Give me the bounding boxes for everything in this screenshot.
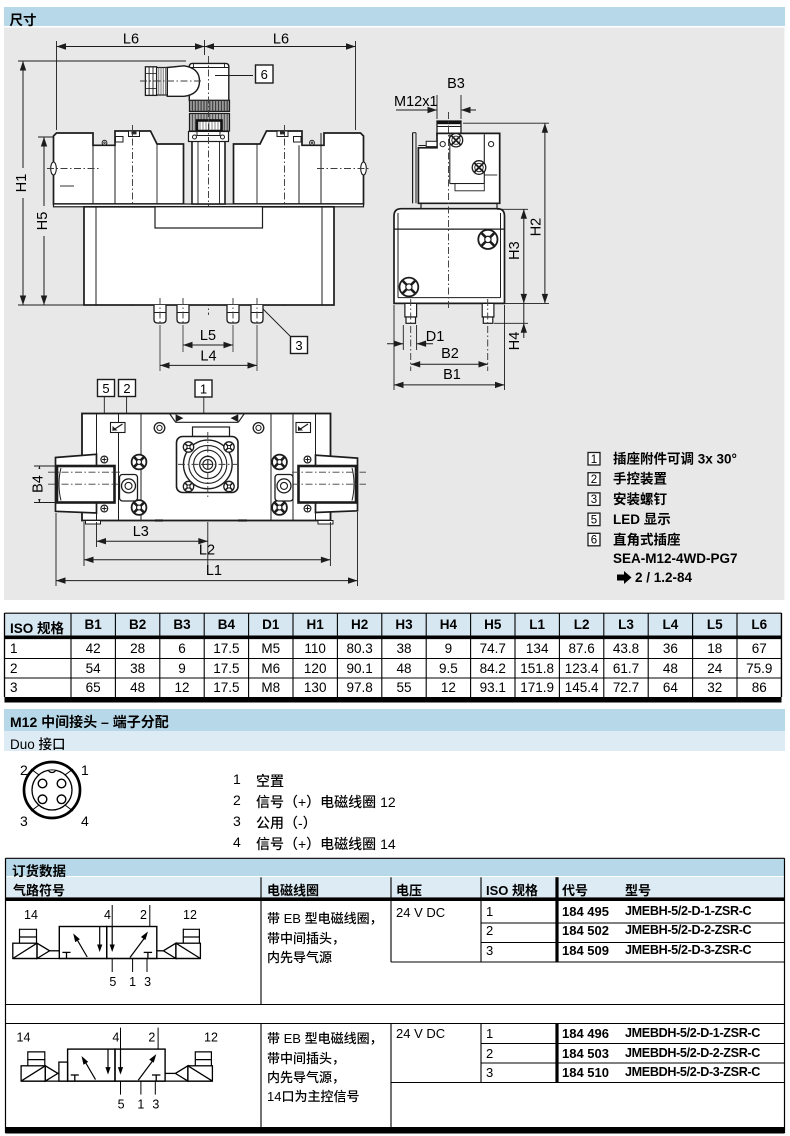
svg-text:1: 1	[137, 1098, 144, 1112]
svg-text:12: 12	[183, 908, 197, 922]
svg-text:3: 3	[152, 1098, 159, 1112]
svg-text:H4: H4	[507, 332, 523, 351]
svg-text:2: 2	[140, 908, 147, 922]
svg-text:12: 12	[204, 1031, 218, 1045]
svg-text:B4: B4	[31, 475, 47, 493]
svg-text:直角式插座: 直角式插座	[613, 531, 681, 547]
svg-text:4: 4	[112, 1031, 119, 1045]
svg-text:L2: L2	[199, 543, 215, 559]
svg-text:H3: H3	[507, 241, 523, 260]
svg-text:2: 2	[123, 381, 130, 396]
svg-text:M12x1: M12x1	[394, 94, 438, 110]
svg-text:14: 14	[17, 1031, 31, 1045]
svg-text:1: 1	[129, 975, 136, 989]
svg-text:手控装置: 手控装置	[613, 471, 667, 487]
svg-text:LED 显示: LED 显示	[613, 512, 671, 527]
svg-text:L3: L3	[133, 524, 149, 540]
svg-text:安装螺钉: 安装螺钉	[613, 491, 667, 507]
svg-text:2: 2	[591, 474, 597, 486]
svg-text:L4: L4	[200, 349, 216, 365]
svg-text:H2: H2	[528, 218, 544, 237]
svg-text:3: 3	[144, 975, 151, 989]
svg-text:B2: B2	[441, 346, 459, 362]
svg-text:4: 4	[104, 908, 111, 922]
svg-text:2 / 1.2-84: 2 / 1.2-84	[635, 570, 693, 585]
svg-text:1: 1	[200, 381, 207, 396]
svg-text:14: 14	[24, 908, 38, 922]
svg-text:H5: H5	[35, 212, 51, 231]
svg-text:SEA-M12-4WD-PG7: SEA-M12-4WD-PG7	[613, 551, 738, 566]
svg-text:3: 3	[295, 338, 302, 353]
svg-text:5: 5	[591, 514, 597, 526]
svg-text:B1: B1	[443, 367, 461, 383]
svg-text:3: 3	[591, 494, 597, 506]
svg-text:5: 5	[102, 381, 109, 396]
svg-text:L5: L5	[200, 328, 216, 344]
svg-text:1: 1	[591, 454, 597, 466]
svg-text:6: 6	[261, 67, 268, 82]
svg-text:L6: L6	[123, 32, 139, 48]
svg-text:L6: L6	[273, 32, 289, 48]
svg-text:L1: L1	[206, 563, 222, 579]
svg-text:H1: H1	[14, 174, 30, 193]
svg-text:5: 5	[118, 1098, 125, 1112]
svg-text:D1: D1	[426, 329, 445, 345]
svg-text:B3: B3	[447, 76, 465, 92]
svg-text:插座附件可调 3x 30°: 插座附件可调 3x 30°	[613, 451, 737, 467]
svg-text:5: 5	[109, 975, 116, 989]
svg-text:6: 6	[591, 535, 597, 547]
svg-text:2: 2	[148, 1031, 155, 1045]
